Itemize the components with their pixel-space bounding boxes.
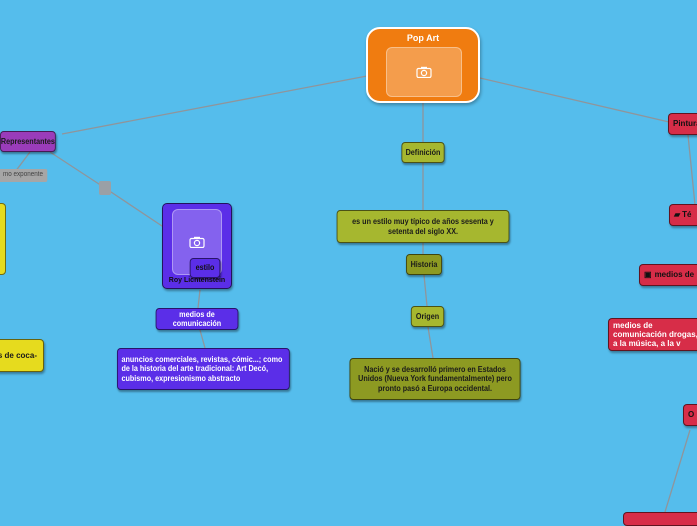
node-yellow-upper[interactable] bbox=[0, 203, 6, 275]
node-red-bottom[interactable] bbox=[623, 512, 697, 526]
medios-right-text: medios de comunicación drogas, a la músi… bbox=[613, 320, 697, 349]
camera-icon bbox=[189, 236, 205, 248]
camera-icon bbox=[416, 66, 432, 78]
node-pintura[interactable]: Pintura bbox=[668, 113, 697, 135]
t-label: Té bbox=[682, 210, 692, 220]
node-medios-comunicacion[interactable]: medios de comunicación bbox=[155, 308, 239, 330]
root-node-pop-art[interactable]: Pop Art bbox=[366, 27, 480, 103]
link-origen-text bbox=[427, 326, 434, 359]
node-estilo[interactable]: estilo bbox=[189, 258, 221, 278]
o-label: O bbox=[688, 410, 695, 420]
node-yellow-lower[interactable]: s de coca- bbox=[0, 339, 44, 372]
link-right-lower bbox=[664, 429, 691, 513]
node-representantes[interactable]: Representantes bbox=[0, 131, 56, 152]
node-t[interactable]: ▰ Té bbox=[669, 204, 697, 226]
link-roy-medios bbox=[197, 289, 201, 309]
palette-icon: ▰ bbox=[674, 210, 681, 220]
node-definicion-text[interactable]: es un estilo muy típico de años sesenta … bbox=[336, 210, 510, 243]
node-definicion[interactable]: Definición bbox=[401, 142, 445, 163]
root-image-placeholder[interactable] bbox=[386, 47, 462, 97]
node-medios-right-text[interactable]: medios de comunicación drogas, a la músi… bbox=[608, 318, 697, 351]
node-origen-text[interactable]: Nació y se desarrolló primero en Estados… bbox=[349, 358, 521, 400]
node-medios-right[interactable]: ▣ medios de bbox=[639, 264, 697, 286]
root-title: Pop Art bbox=[406, 33, 440, 43]
medios-right-label: medios de bbox=[654, 270, 695, 280]
yellow-lower-text: s de coca- bbox=[0, 350, 37, 360]
node-medios-text[interactable]: anuncios comerciales, revistas, cómic...… bbox=[117, 348, 290, 390]
link-root-pintura bbox=[479, 77, 670, 123]
link-root-representantes bbox=[61, 75, 368, 135]
link-handle[interactable] bbox=[99, 181, 111, 195]
roy-name: Roy Lichtenstein bbox=[168, 277, 226, 284]
tv-icon: ▣ bbox=[644, 270, 652, 280]
pintura-label: Pintura bbox=[673, 119, 697, 129]
link-pintura-t bbox=[687, 134, 696, 206]
link-label: mo exponente bbox=[0, 169, 48, 182]
node-historia[interactable]: Historia bbox=[406, 254, 442, 275]
node-origen[interactable]: Origen bbox=[410, 306, 445, 327]
link-historia-origen bbox=[423, 274, 428, 307]
link-medios-text bbox=[199, 329, 206, 349]
node-o[interactable]: O bbox=[683, 404, 697, 426]
